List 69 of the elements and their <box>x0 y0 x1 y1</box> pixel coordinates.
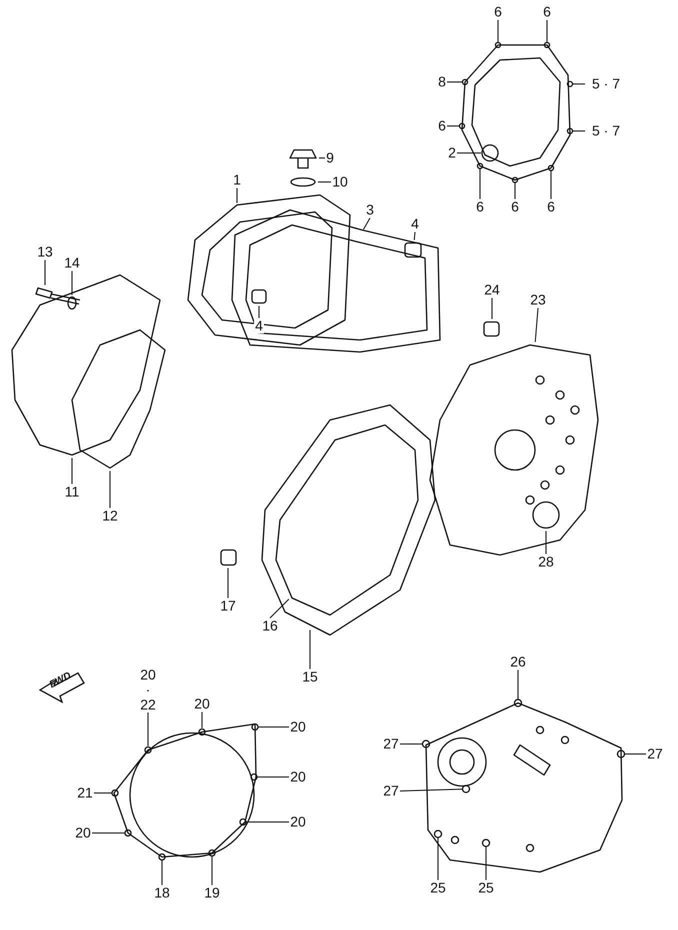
callout-number: 28 <box>537 554 555 570</box>
callout-number: 25 <box>477 880 495 896</box>
callout-number: 6 <box>475 200 485 214</box>
dowel-pin-drawing <box>251 289 267 304</box>
leader-line <box>258 726 290 728</box>
callout-number: 6 <box>546 200 556 214</box>
clutch-cover-drawing <box>458 42 574 184</box>
callout-number: 20 <box>289 814 307 830</box>
callout-number: 20 <box>289 770 307 784</box>
callout-number: 25 <box>429 880 447 896</box>
leader-line <box>256 776 290 778</box>
callout-number: 27 <box>382 784 400 798</box>
dowel-pin-drawing <box>220 549 237 566</box>
o-ring-drawing <box>290 177 316 187</box>
oil-filler-cap-drawing <box>289 149 317 169</box>
leader-line <box>270 598 290 618</box>
callout-number: 24 <box>483 282 501 298</box>
leader-line <box>550 170 552 200</box>
leader-line <box>572 130 586 132</box>
callout-number: 17 <box>219 598 237 614</box>
callout-number: 1 <box>232 172 242 188</box>
callout-number: 19 <box>203 886 221 900</box>
callout-number: 15 <box>301 670 319 684</box>
starter-cover-drawing <box>111 723 259 861</box>
callout-number: 16 <box>261 618 279 634</box>
leader-line <box>94 792 112 794</box>
leader-line <box>456 152 482 154</box>
crankcase-cover-drawing <box>429 344 599 556</box>
leader-line <box>546 20 548 42</box>
callout-number: 4 <box>254 318 264 334</box>
clutch-cover-drawing <box>187 194 351 346</box>
callout-number: 21 <box>76 786 94 800</box>
callout-number: 20 <box>289 720 307 734</box>
callout-number: 8 <box>437 74 447 90</box>
leader-line <box>44 260 46 286</box>
callout-number: 27 <box>646 746 664 762</box>
callout-number: 4 <box>410 216 420 232</box>
callout-number: 14 <box>63 256 81 270</box>
callout-number: 3 <box>365 202 375 218</box>
callout-number: 9 <box>325 150 335 166</box>
leader-line <box>414 232 416 240</box>
dowel-pin-drawing <box>483 321 500 337</box>
leader-line <box>363 218 370 230</box>
callout-number: 13 <box>36 244 54 260</box>
leader-line <box>258 306 260 318</box>
gasket-drawing <box>71 329 166 469</box>
callout-number: 12 <box>101 508 119 524</box>
callout-number: 20 <box>74 826 92 840</box>
callout-number: 2 <box>447 146 457 160</box>
generator-cover-drawing <box>261 404 436 636</box>
leader-line <box>514 182 516 200</box>
callout-number: 6 <box>493 4 503 20</box>
callout-number: 10 <box>331 174 349 190</box>
callout-number: 26 <box>509 654 527 670</box>
callout-number: 20 <box>193 696 211 712</box>
leader-line <box>534 308 538 342</box>
leader-line <box>400 788 464 792</box>
callout-number: 23 <box>529 292 547 308</box>
callout-number: 18 <box>153 886 171 900</box>
callout-number: 6 <box>510 200 520 214</box>
callout-number: 11 <box>63 484 81 500</box>
sprocket-cover-drawing <box>422 698 626 873</box>
bolt-drawing <box>35 287 81 305</box>
water-pump-cover-drawing <box>11 274 161 456</box>
leader-line <box>92 832 126 834</box>
leader-line <box>236 188 238 204</box>
callout-number: 6 <box>437 118 447 134</box>
callout-number: 6 <box>542 4 552 20</box>
callout-number: 27 <box>382 736 400 752</box>
